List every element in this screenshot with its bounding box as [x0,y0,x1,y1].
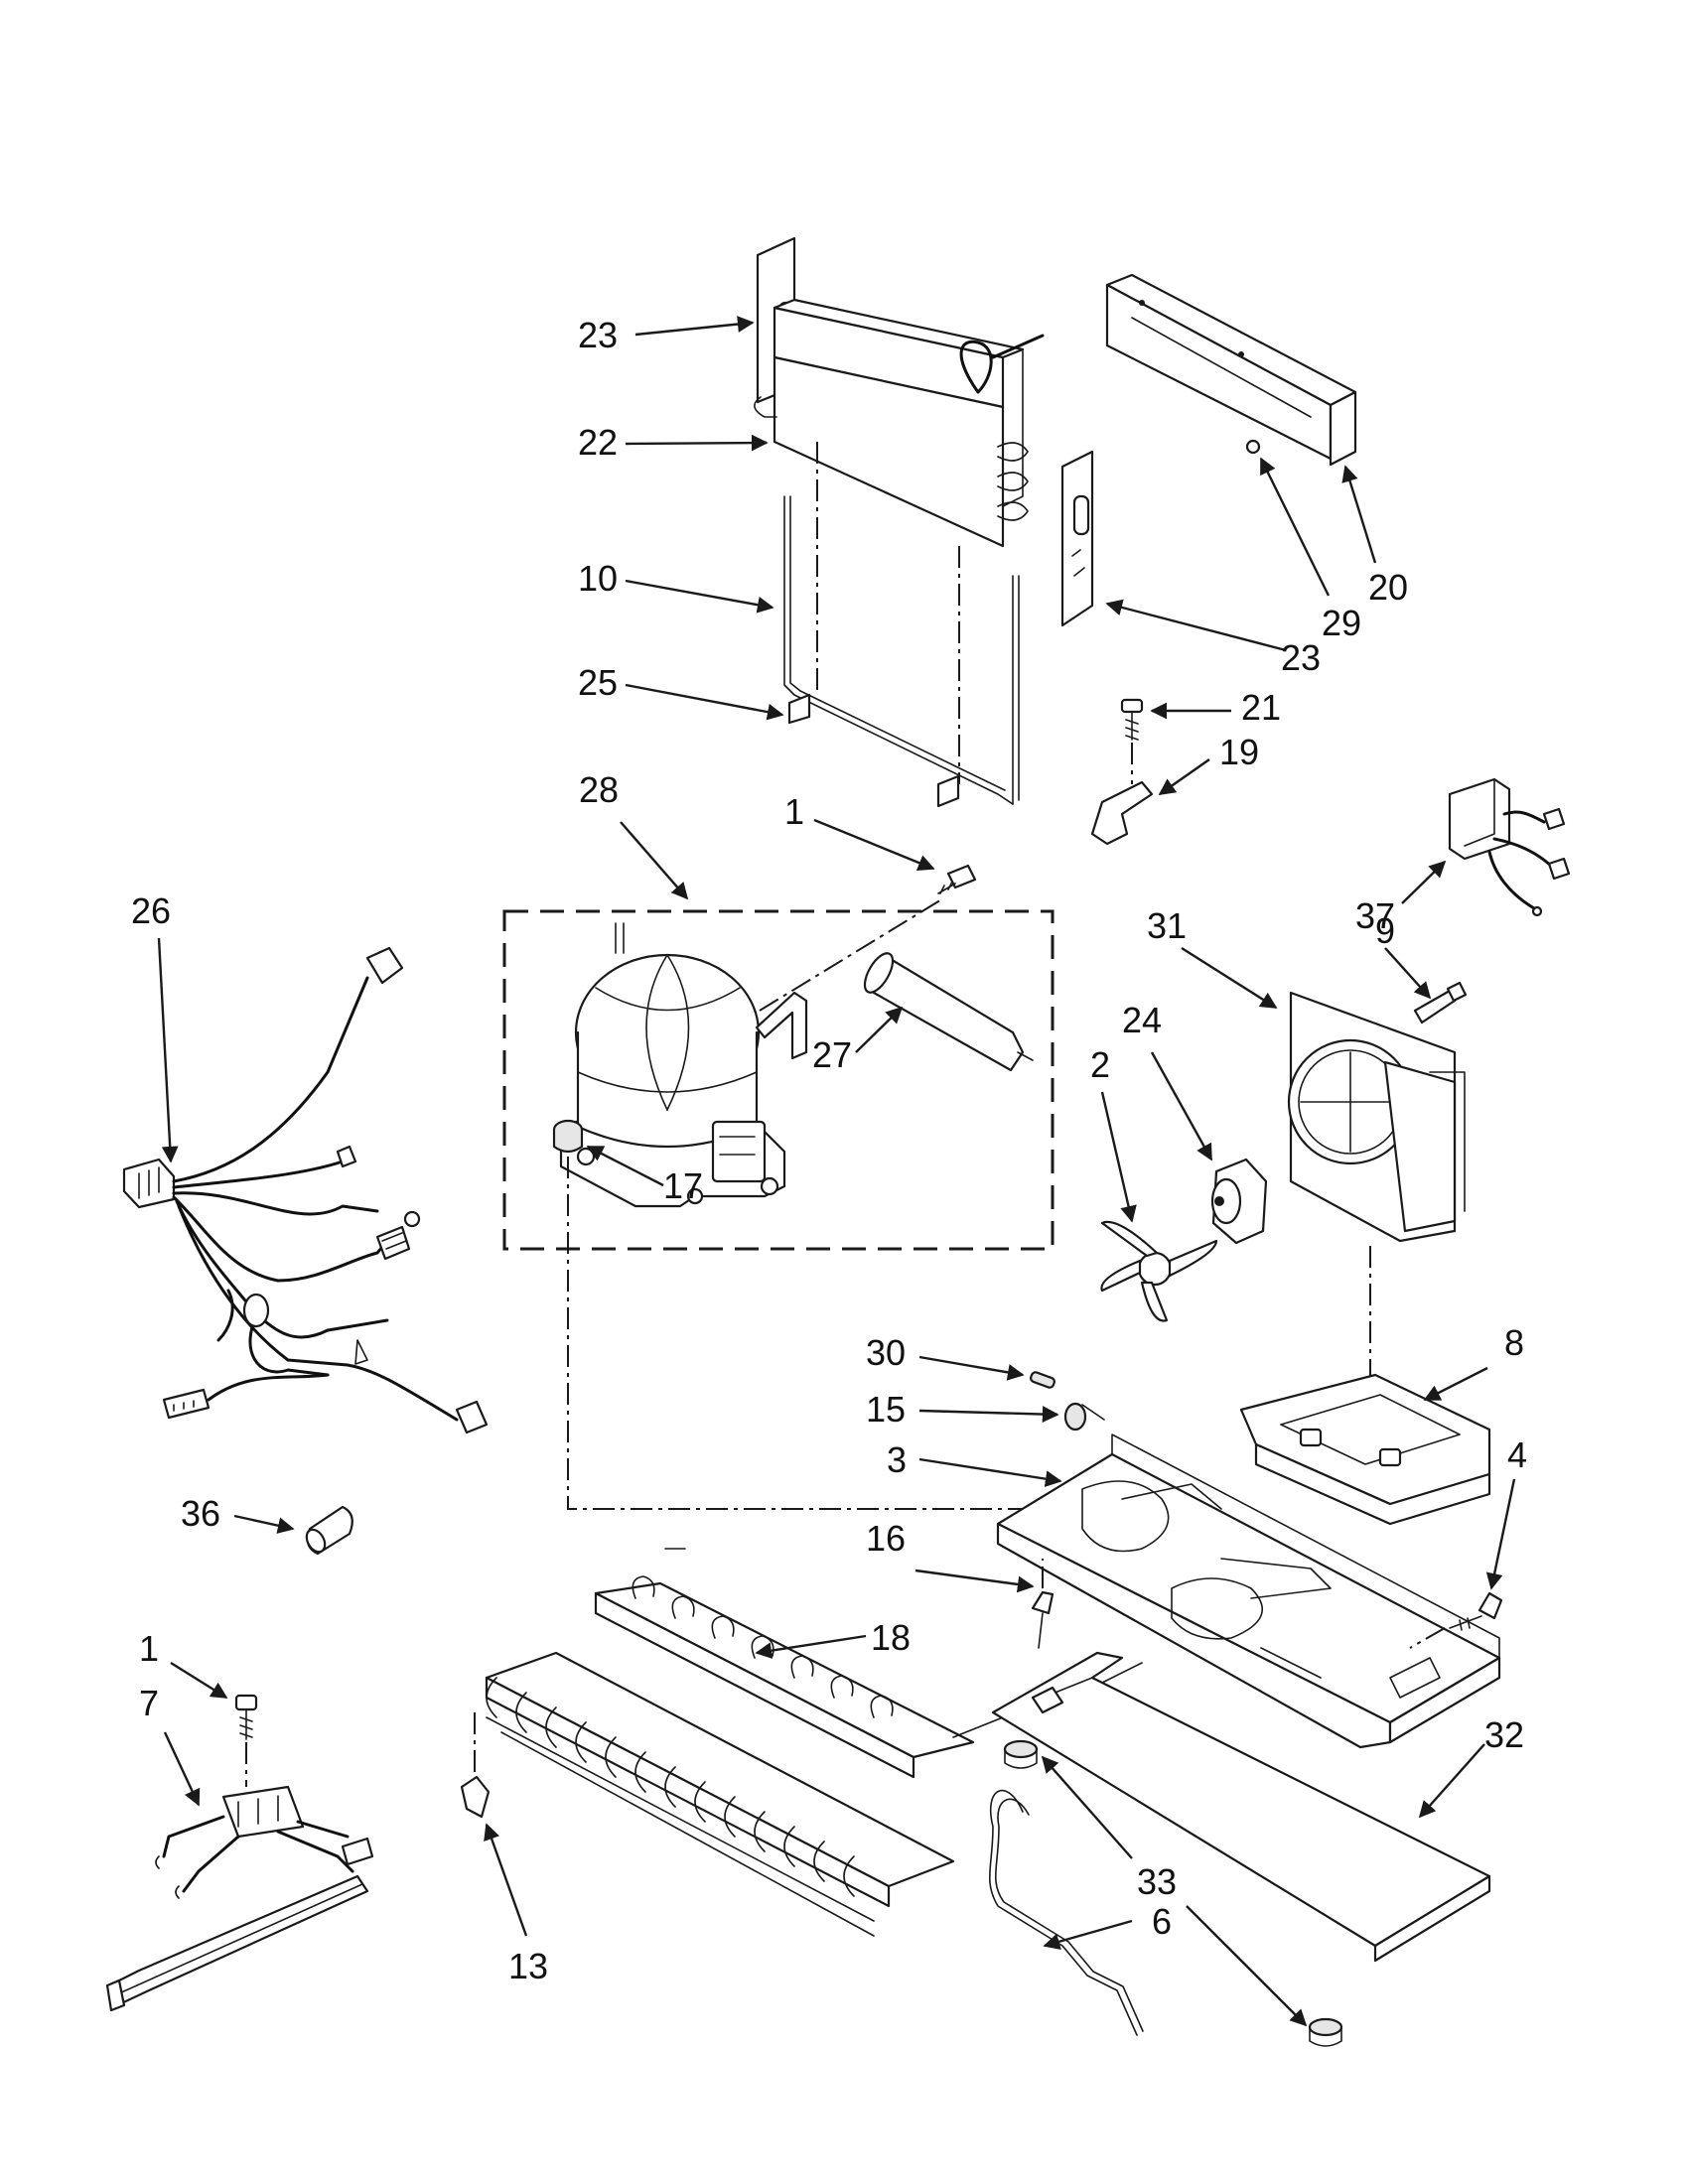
sleeve-30-part [1030,1371,1055,1389]
callout-20: 20 [1368,567,1408,608]
fan-blade-part [1100,1220,1218,1322]
bracket-19-part [1090,780,1154,846]
evaporator-part [754,236,1045,548]
callout-23-top: 23 [578,315,618,355]
thermostat-harness-part [105,1785,374,2012]
callout-29: 29 [1322,603,1361,643]
callout-9: 9 [1375,910,1395,951]
callout-15: 15 [866,1389,906,1430]
callout-16: 16 [866,1518,906,1559]
callout-1-bottom: 1 [139,1628,159,1669]
callout-7: 7 [139,1683,159,1723]
start-relay-part [1448,777,1571,917]
callout-21: 21 [1241,687,1281,728]
callout-30: 30 [866,1332,906,1373]
compressor-mount-bracket-part [1239,1373,1491,1526]
screw-1-bottom-part [234,1694,258,1740]
callout-10: 10 [578,558,618,599]
screw-16-part [1031,1590,1055,1649]
callout-24: 24 [1122,1000,1162,1040]
callout-17: 17 [663,1165,703,1206]
screw-4-part [1449,1591,1503,1631]
screw-29-part [1245,439,1261,455]
callout-32: 32 [1484,1714,1524,1755]
callout-6: 6 [1152,1901,1172,1942]
callout-1-top: 1 [784,791,804,832]
screw-9-part [1413,981,1468,1024]
connector-36-part [305,1505,353,1556]
drain-tube-part [988,1789,1144,2036]
callout-13: 13 [508,1946,548,1986]
callout-25: 25 [578,662,618,703]
callout-33: 33 [1137,1861,1177,1902]
clip-13-part [460,1775,491,1819]
evaporator-bracket-part [1060,450,1094,627]
fan-shroud-part [1287,991,1466,1243]
grommet-33-right-part [1308,2017,1343,2047]
leader-lines [157,316,1516,2027]
grommet-33-left-part [1003,1739,1039,1769]
screw-1-top-part [937,864,977,894]
callout-27: 27 [812,1034,852,1075]
callout-2: 2 [1090,1044,1110,1085]
compressor-part [559,922,808,1208]
partition-tray-part [991,1651,1491,1963]
fan-motor-part [1210,1158,1268,1245]
grommet-17-part [552,1119,584,1154]
callout-3: 3 [887,1439,907,1480]
callout-4: 4 [1507,1434,1527,1475]
compressor-kit-boundary [502,909,1055,1251]
callout-36: 36 [181,1493,220,1534]
grommet-15-part [1063,1402,1105,1432]
callout-19: 19 [1219,732,1259,772]
callout-26: 26 [131,890,171,931]
condenser-part [485,1548,1004,1937]
filter-drier-part [863,952,1034,1072]
wiring-harness-part [122,946,489,1434]
callout-28: 28 [579,769,619,810]
callout-8: 8 [1504,1322,1524,1363]
base-plate-part [996,1433,1501,1749]
callout-37: 37 [1355,895,1395,936]
defrost-heater-part [783,495,1020,808]
callout-18: 18 [871,1617,911,1658]
callout-labels: 23 22 10 25 20 29 23 21 19 28 1 27 17 26… [131,315,1527,1986]
callout-22: 22 [578,422,618,463]
callout-23-right: 23 [1281,637,1321,678]
duct-cover-part [1105,273,1357,467]
screw-21-part [1120,698,1144,741]
callout-31: 31 [1147,905,1187,946]
